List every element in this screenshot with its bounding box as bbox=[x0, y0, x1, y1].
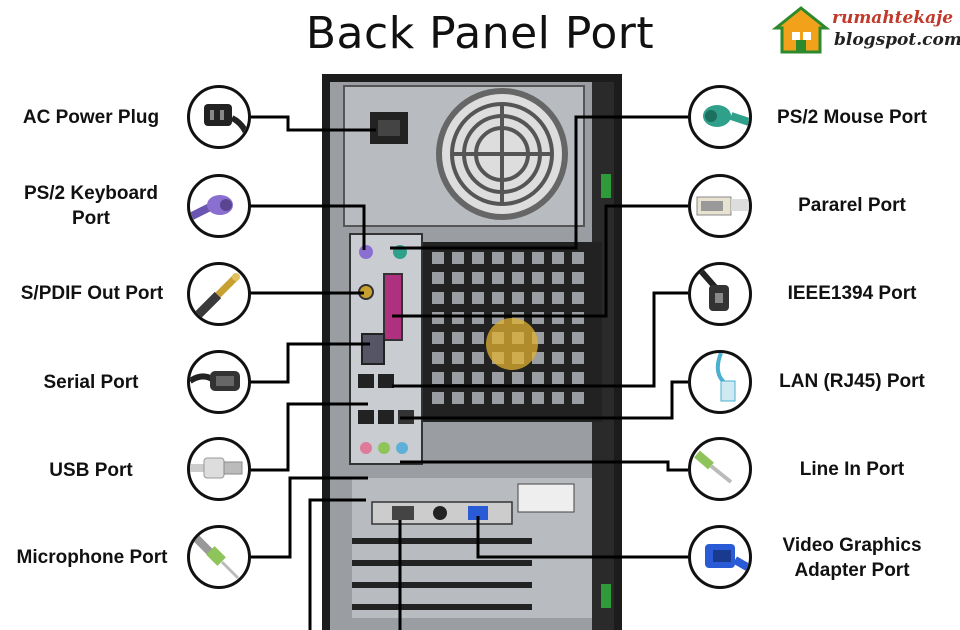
computer-tower-back bbox=[322, 74, 622, 630]
firewire-connector-icon bbox=[688, 262, 752, 326]
lan-cable-icon bbox=[688, 350, 752, 414]
microphone-jack-icon bbox=[187, 525, 251, 589]
microphone-port-label: Microphone Port bbox=[16, 547, 168, 568]
line-in-jack-icon bbox=[688, 437, 752, 501]
blog-logo[interactable]: rumahtekaje blogspot.com bbox=[772, 2, 960, 58]
ac-power-plug-label: AC Power Plug bbox=[22, 107, 160, 128]
lan-port-label: LAN (RJ45) Port bbox=[779, 371, 925, 392]
ps2-mouse-connector-icon bbox=[688, 85, 752, 149]
spdif-out-port-label: S/PDIF Out Port bbox=[20, 283, 164, 304]
vga-connector-icon bbox=[688, 525, 752, 589]
parallel-connector-icon bbox=[688, 174, 752, 238]
power-plug-icon bbox=[187, 85, 251, 149]
ieee1394-port-label: IEEE1394 Port bbox=[787, 283, 917, 304]
usb-port-label: USB Port bbox=[49, 460, 133, 481]
usb-connector-icon bbox=[187, 437, 251, 501]
serial-port-label: Serial Port bbox=[43, 372, 139, 393]
ps2-mouse-port-label: PS/2 Mouse Port bbox=[777, 107, 927, 128]
diagram-title: Back Panel Port bbox=[305, 8, 655, 59]
logo-site-text: blogspot.com bbox=[834, 30, 960, 50]
line-in-port-label: Line In Port bbox=[799, 459, 905, 480]
parallel-port-label: Pararel Port bbox=[798, 195, 906, 216]
vga-port-label: Video Graphics Adapter Port bbox=[782, 535, 922, 581]
spdif-connector-icon bbox=[187, 262, 251, 326]
logo-brand-text: rumahtekaje bbox=[832, 8, 954, 28]
serial-connector-icon bbox=[187, 350, 251, 414]
ps2-keyboard-connector-icon bbox=[187, 174, 251, 238]
house-icon bbox=[772, 6, 830, 54]
ps2-keyboard-port-label: PS/2 Keyboard Port bbox=[23, 183, 159, 229]
